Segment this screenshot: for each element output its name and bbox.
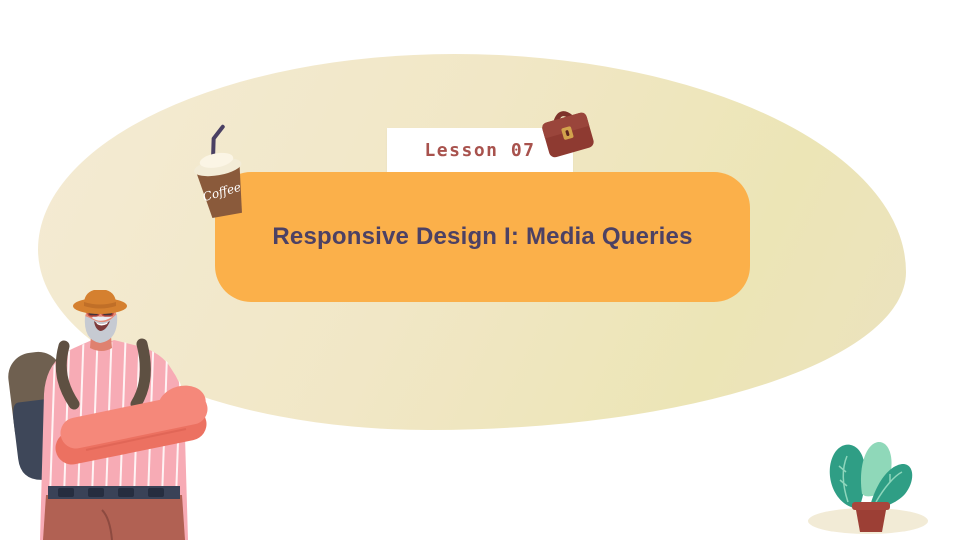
plant-leaf-right: [870, 463, 913, 509]
backpack-strap-right: [130, 338, 151, 410]
cup-body: [196, 164, 242, 218]
potted-plant-icon: [808, 441, 928, 534]
leaf-veins-left: [838, 455, 849, 503]
briefcase-keyhole: [565, 130, 570, 137]
backpack-strap-left: [55, 340, 80, 410]
briefcase-flap: [542, 112, 590, 139]
title-box: Responsive Design I: Media Queries: [215, 172, 750, 302]
lesson-badge: Lesson 07: [387, 128, 573, 172]
leaf-veins-right: [875, 471, 903, 503]
hat: [73, 290, 127, 314]
pot-rim: [852, 502, 890, 510]
lesson-badge-label: Lesson 07: [424, 139, 536, 161]
plant-leaf-left: [829, 444, 866, 508]
briefcase-icon: [542, 111, 594, 158]
cup-lid-top: [199, 152, 234, 168]
belt: [48, 486, 180, 499]
page-title: Responsive Design I: Media Queries: [272, 223, 693, 250]
crossed-arms: [55, 385, 208, 465]
coffee-cup-group: Coffee: [194, 124, 243, 218]
pants-seam: [101, 509, 113, 540]
coffee-cup-icon: Coffee: [194, 124, 243, 218]
senior-man-illustration: [8, 290, 208, 540]
briefcase-group: [542, 111, 594, 158]
pot-body: [856, 510, 886, 532]
belt-loops: [58, 488, 164, 497]
teeth: [96, 322, 108, 326]
pants: [43, 495, 185, 540]
